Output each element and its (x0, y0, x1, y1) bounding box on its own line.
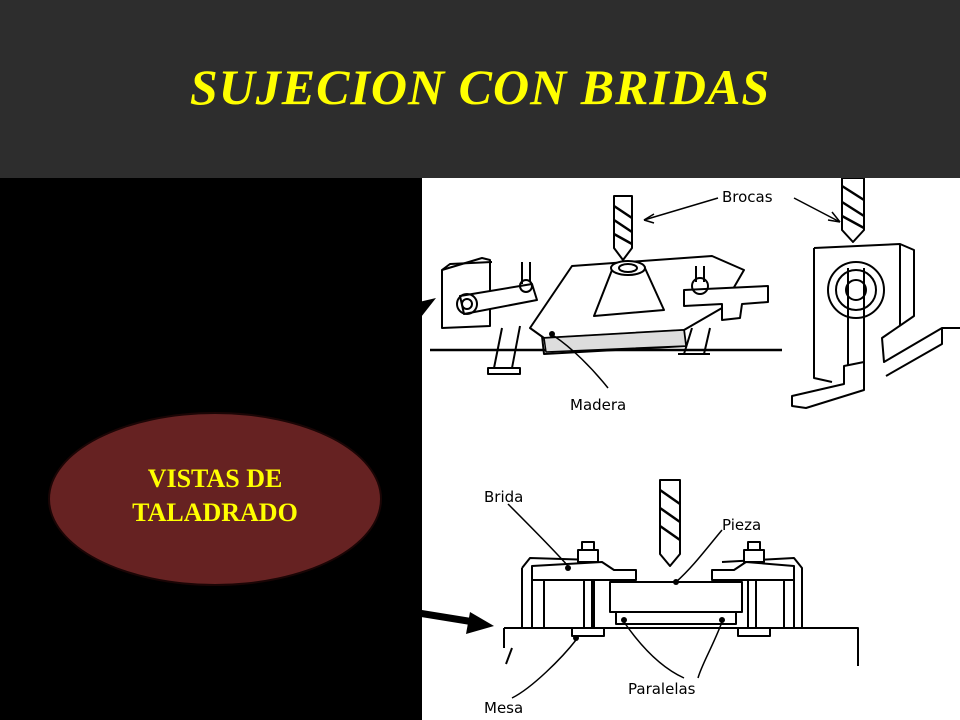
label-pieza: Pieza (722, 516, 761, 534)
label-brida: Brida (484, 488, 523, 506)
label-madera: Madera (570, 396, 626, 414)
arrow-to-bottom-view (263, 584, 475, 626)
oval-caption: VISTAS DE TALADRADO (48, 462, 382, 530)
label-paralelas: Paralelas (628, 680, 696, 698)
label-brocas: Brocas (722, 188, 773, 206)
label-mesa: Mesa (484, 699, 523, 717)
arrow-to-top-view (244, 306, 420, 412)
title-bar: SUJECION CON BRIDAS (0, 0, 960, 178)
arrowhead-top (402, 298, 436, 326)
oval-line-2: TALADRADO (132, 498, 298, 527)
oval-line-1: VISTAS DE (147, 464, 283, 493)
drilling-illustration: Brocas Madera Brida Pieza Paralelas Mesa (422, 178, 960, 720)
slide-title: SUJECION CON BRIDAS (189, 59, 771, 115)
label-oval (48, 412, 382, 586)
drilling-drawing: Brocas Madera Brida Pieza Paralelas Mesa (430, 178, 960, 717)
arrowhead-bottom (466, 612, 494, 634)
